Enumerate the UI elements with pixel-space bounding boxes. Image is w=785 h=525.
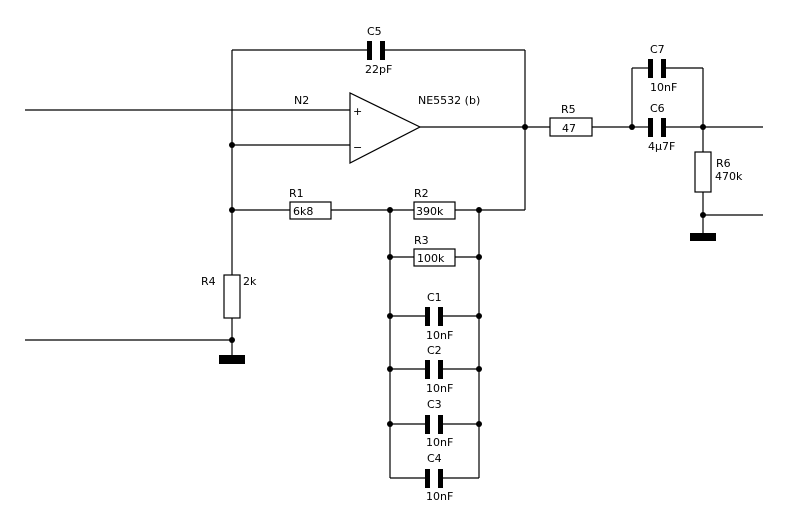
junction-dot <box>387 366 393 372</box>
junction-dot <box>700 212 706 218</box>
resistor-r1: R1 6k8 <box>289 187 332 220</box>
opamp-minus-sign: − <box>353 141 362 154</box>
junction-dot <box>387 313 393 319</box>
r3-value: 100k <box>417 252 445 265</box>
r5-ref: R5 <box>561 103 576 116</box>
c5-ref: C5 <box>367 25 382 38</box>
c3-ref: C3 <box>427 398 442 411</box>
r3-ref: R3 <box>414 234 429 247</box>
junction-dot <box>387 207 393 213</box>
junction-dot <box>700 124 706 130</box>
opamp-plus-sign: + <box>353 105 362 118</box>
junction-dot <box>476 313 482 319</box>
c1-value: 10nF <box>426 329 453 342</box>
c7-value: 10nF <box>650 81 677 94</box>
resistor-r4: R4 2k <box>201 274 257 319</box>
capacitor-c2: C2 10nF <box>425 344 453 395</box>
capacitor-c6: C6 4µ7F <box>648 102 675 153</box>
ground-symbol-right <box>690 233 716 241</box>
c2-ref: C2 <box>427 344 442 357</box>
c4-ref: C4 <box>427 452 442 465</box>
r6-ref: R6 <box>716 157 731 170</box>
resistor-r2: R2 390k <box>413 187 456 220</box>
wires <box>25 49 763 479</box>
r4-ref: R4 <box>201 275 216 288</box>
opamp-part-label: NE5532 (b) <box>418 94 480 107</box>
r6-value: 470k <box>715 170 743 183</box>
junction-dot <box>522 124 528 130</box>
c7-ref: C7 <box>650 43 665 56</box>
r1-ref: R1 <box>289 187 304 200</box>
r1-value: 6k8 <box>293 205 313 218</box>
c6-ref: C6 <box>650 102 665 115</box>
junction-dot <box>476 366 482 372</box>
r4-value: 2k <box>243 275 257 288</box>
resistor-r3: R3 100k <box>413 234 456 267</box>
r2-ref: R2 <box>414 187 429 200</box>
junction-dot <box>476 207 482 213</box>
junction-dot <box>476 421 482 427</box>
junction-dot <box>387 254 393 260</box>
c3-value: 10nF <box>426 436 453 449</box>
capacitor-c7: C7 10nF <box>648 43 677 94</box>
opamp-ref-label: N2 <box>294 94 309 107</box>
capacitor-c5: C5 22pF <box>365 25 392 76</box>
resistor-r5: R5 47 <box>549 103 593 137</box>
r5-value: 47 <box>562 122 576 135</box>
junction-dot <box>229 337 235 343</box>
c5-value: 22pF <box>365 63 392 76</box>
r2-value: 390k <box>416 205 444 218</box>
ground-symbol-left <box>219 355 245 364</box>
junctions <box>229 124 706 427</box>
junction-dot <box>476 254 482 260</box>
junction-dot <box>229 207 235 213</box>
c1-ref: C1 <box>427 291 442 304</box>
capacitor-c1: C1 10nF <box>425 291 453 342</box>
junction-dot <box>229 142 235 148</box>
capacitor-c4: C4 10nF <box>425 452 453 503</box>
junction-dot <box>629 124 635 130</box>
c2-value: 10nF <box>426 382 453 395</box>
c6-value: 4µ7F <box>648 140 675 153</box>
resistor-r6: R6 470k <box>694 151 743 193</box>
c4-value: 10nF <box>426 490 453 503</box>
capacitor-c3: C3 10nF <box>425 398 453 449</box>
opamp-n2: + − N2 NE5532 (b) <box>294 92 480 164</box>
junction-dot <box>387 421 393 427</box>
